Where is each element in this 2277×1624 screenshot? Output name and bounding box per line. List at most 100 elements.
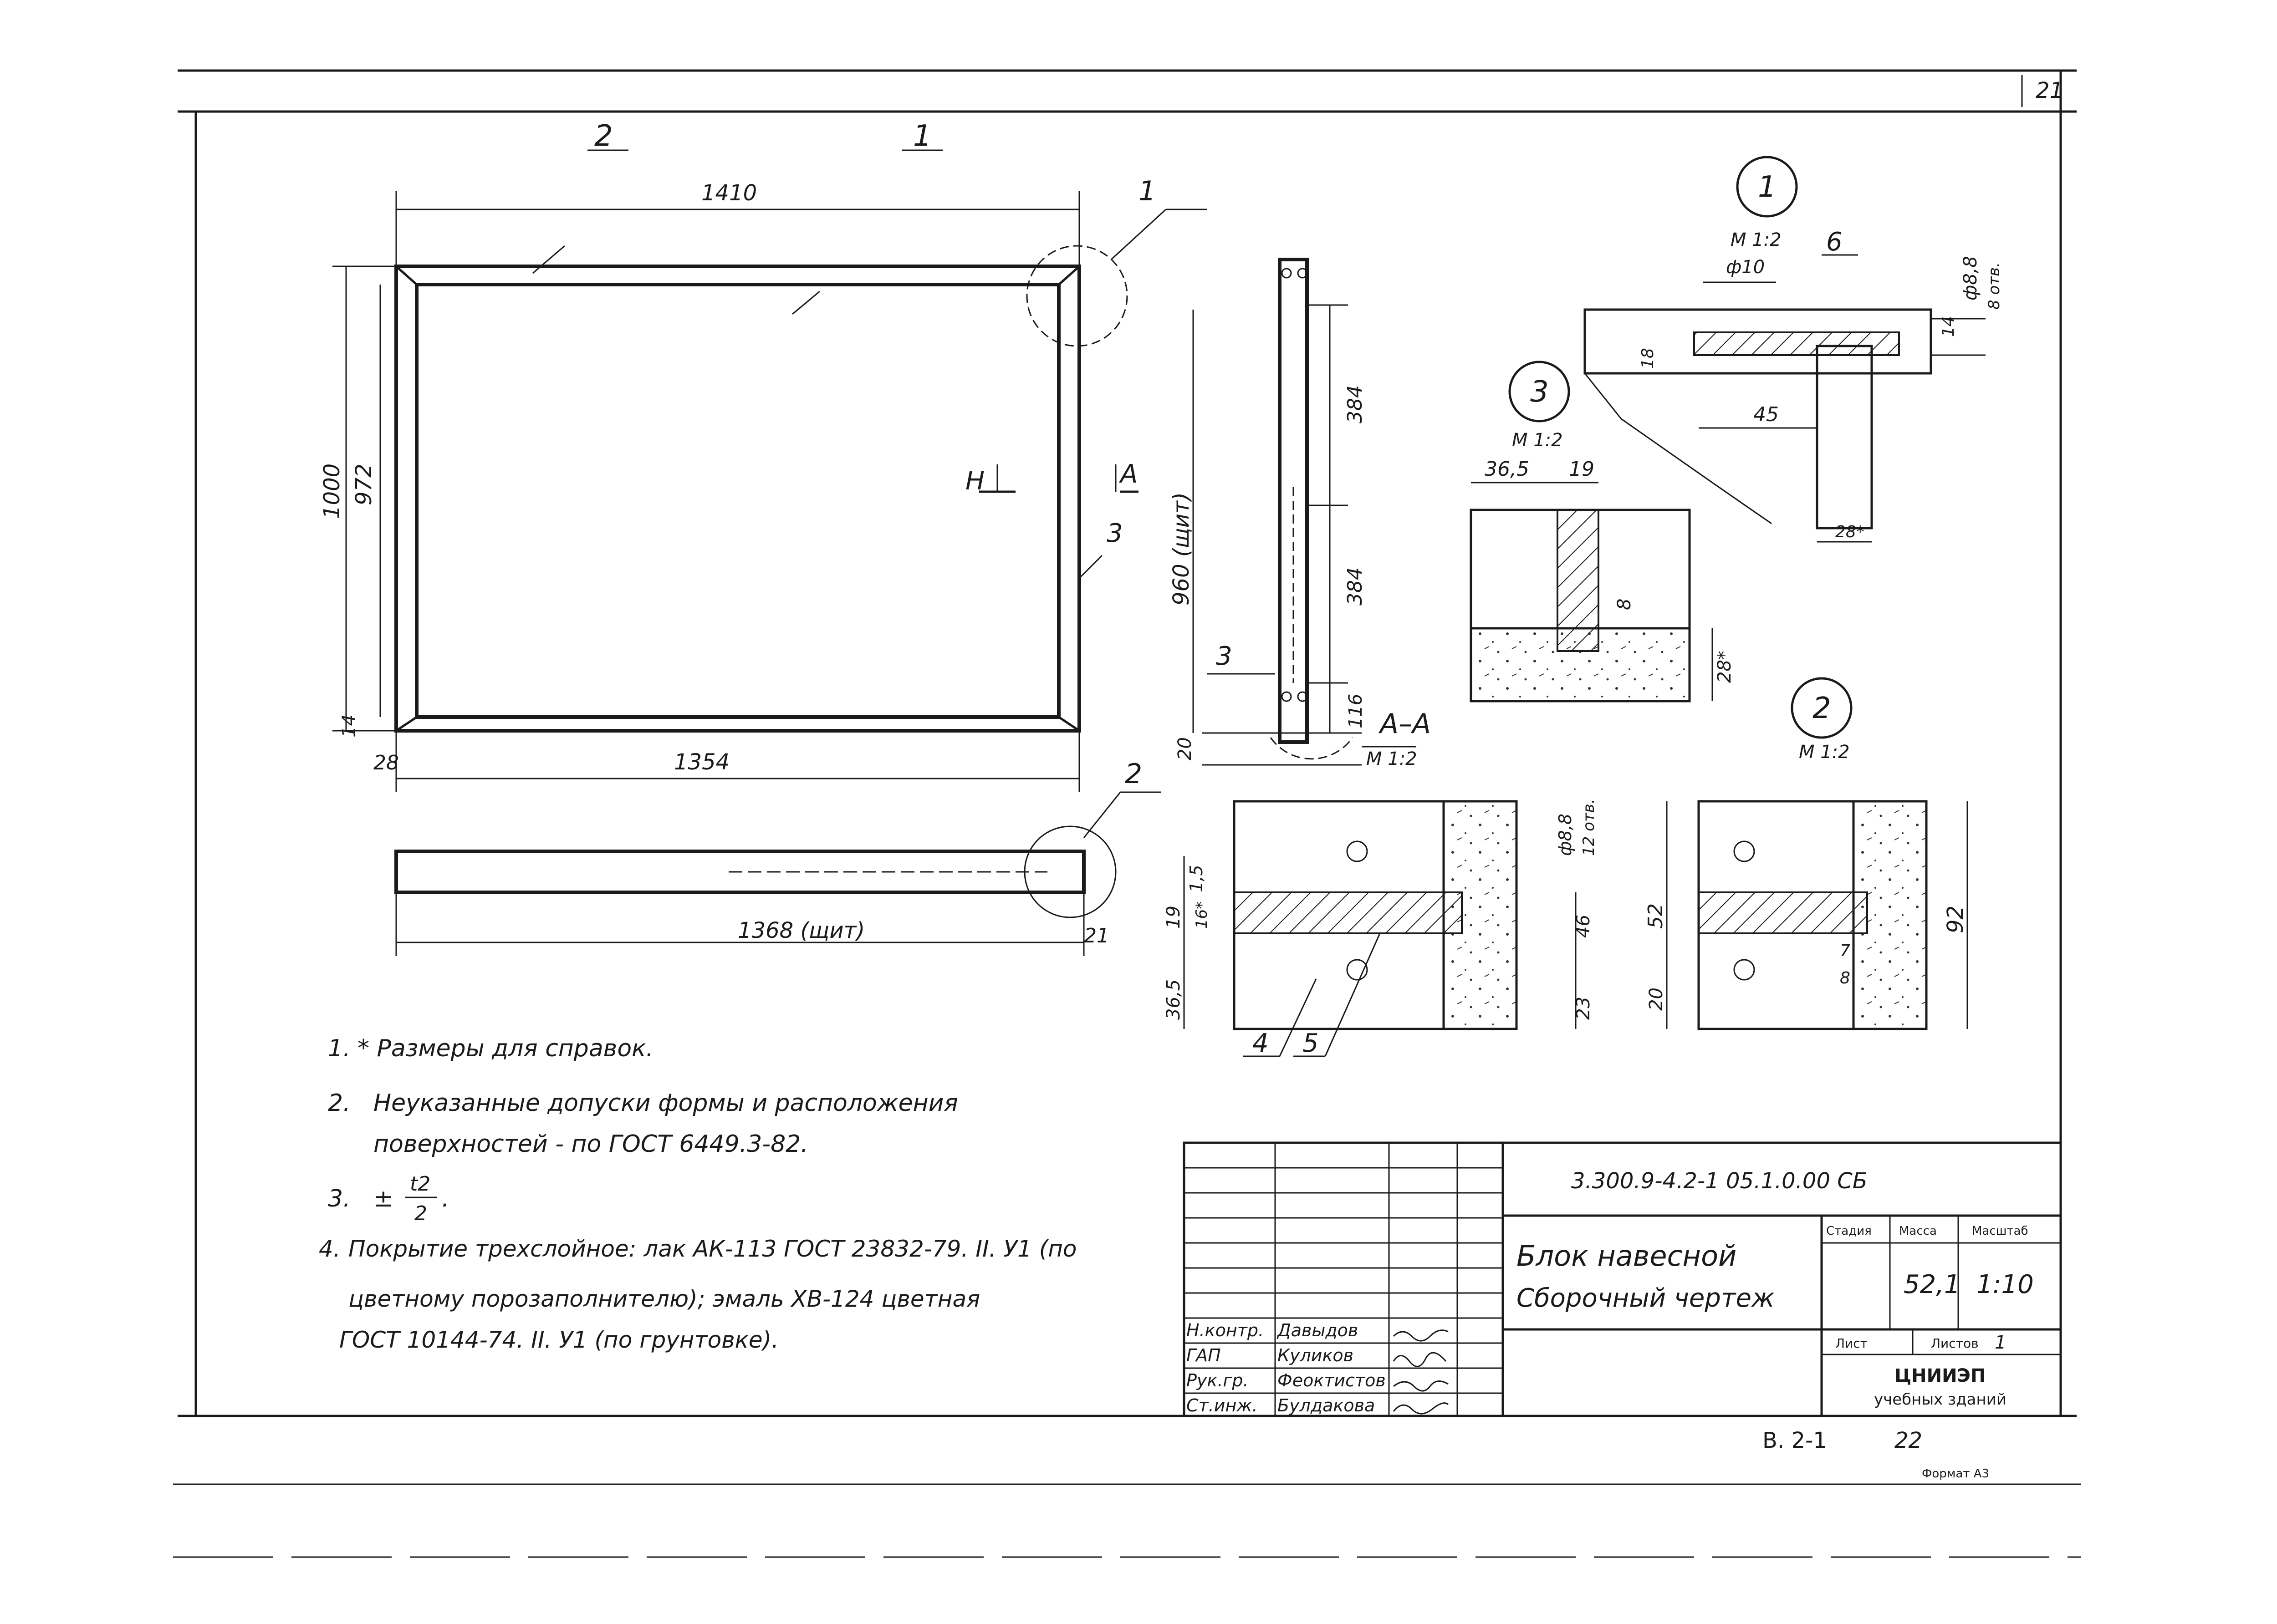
section-mark-a: А [1119,459,1138,489]
side-view [1192,258,1416,766]
note-3-number: 3. [328,1185,351,1212]
note-2-number: 2. [328,1089,351,1117]
bottom-page: 22 [1894,1428,1922,1453]
title-line-2: Сборочный чертеж [1516,1283,1774,1313]
detail-1-dim-hole: ф8,8 [1960,256,1981,300]
detail-3-dim-19: 19 [1569,458,1594,481]
section-aa-dim-46: 46 [1573,915,1594,938]
detail-1-scale: М 1:2 [1731,229,1782,250]
side-dim-base: 20 [1174,737,1195,760]
section-aa-dim-hole: ф8,8 [1555,814,1575,856]
bottom-view [394,791,1161,956]
notes: 1. * Размеры для справок. 2. Неуказанные… [319,1035,1077,1353]
section-aa-callout-5: 5 [1302,1028,1319,1058]
section-aa-hole-count: 12 отв. [1580,799,1598,856]
detail-1 [1583,156,1986,543]
section-aa-title: А–А [1378,708,1431,740]
hdr-sheets: Листов [1931,1336,1979,1351]
org-line-1: ЦНИИЭП [1894,1365,1986,1386]
dim-bottom: 14 [339,714,360,738]
detail-1-hole-count: 8 отв. [1985,262,2003,310]
hdr-sheet: Лист [1835,1336,1868,1351]
note-3-frac-top: t2 [410,1172,430,1196]
hdr-mass: Масса [1899,1224,1937,1238]
side-dim-lower: 384 [1343,567,1367,606]
bottom-dim-length: 1368 (щит) [738,918,865,943]
title-block [1183,1141,2062,1417]
scale-value: 1:10 [1976,1270,2034,1299]
hdr-scale: Масштаб [1972,1224,2028,1238]
dim-height: 1000 [319,463,345,519]
staff-name-3: Феоктистов [1277,1370,1386,1390]
detail-1-dim-28: 28* [1835,523,1864,541]
detail-1-callout-6: 6 [1826,227,1843,257]
section-aa-dim-23: 23 [1573,997,1594,1020]
section-aa-dim-36: 36,5 [1163,979,1184,1020]
section-aa-callout-4: 4 [1252,1028,1269,1058]
section-aa-dim-19: 19 [1163,906,1184,929]
detail-1-dim-18: 18 [1639,348,1657,369]
note-3-frac-bottom: 2 [414,1202,427,1225]
sheet-corner-number: 21 [2036,78,2063,103]
note-4-text-3: ГОСТ 10144-74. II. У1 (по грунтовке). [339,1327,779,1353]
main-frame-view [332,149,1207,792]
staff-role-4: Ст.инж. [1186,1395,1258,1415]
detail-3-dim-8: 8 [1614,599,1635,610]
title-line-1: Блок навесной [1516,1239,1736,1273]
detail-3-scale: М 1:2 [1512,430,1563,451]
note-1-text: * Размеры для справок. [357,1035,653,1062]
note-4-text: Покрытие трехслойное: лак АК-113 ГОСТ 23… [348,1236,1077,1262]
note-2-text: Неуказанные допуски формы и расположения [373,1089,958,1117]
position-label-2: 2 [594,119,613,153]
mass-value: 52,1 [1904,1270,1960,1299]
staff-name-1: Давыдов [1276,1320,1358,1340]
detail-3 [1470,361,1713,703]
detail-1-dim-phi: ф10 [1726,257,1765,278]
detail-2-number: 2 [1812,692,1831,725]
detail-2-dim-20: 20 [1646,988,1667,1011]
staff-role-3: Рук.гр. [1186,1370,1249,1390]
note-4-text-2: цветному порозаполнителю); эмаль ХВ-124 … [348,1286,980,1312]
note-3-pm: ± [373,1185,393,1212]
detail-1-dim-14: 14 [1939,316,1958,337]
format-label: Формат А3 [1922,1467,1989,1481]
hdr-stage: Стадия [1826,1224,1872,1238]
bottom-code: В. 2-1 [1762,1428,1827,1453]
detail-2 [1666,677,1968,1030]
section-aa-detail [1183,800,1577,1057]
dim-width: 1410 [701,180,757,206]
detail-2-dim-8: 8 [1840,969,1850,988]
bottom-dim-end: 21 [1084,924,1109,947]
note-4-number: 4. [319,1236,341,1262]
note-3-tail: . [442,1185,449,1212]
callout-2: 2 [1125,758,1142,790]
sheets-count: 1 [1995,1332,2006,1353]
view-mark-h: Н [965,466,985,496]
detail-3-number: 3 [1530,375,1549,409]
detail-1-dim-45: 45 [1753,403,1779,426]
detail-2-scale: М 1:2 [1799,742,1850,763]
section-aa-dim-16: 16* [1193,901,1211,929]
detail-3-dim-28: 28* [1714,651,1735,683]
position-label-1: 1 [913,119,932,153]
staff-role-1: Н.контр. [1186,1320,1264,1340]
callout-3-main: 3 [1107,519,1123,548]
staff-name-4: Булдакова [1277,1395,1375,1415]
detail-3-dim-36: 36,5 [1485,458,1529,481]
note-1-number: 1. [328,1035,351,1062]
side-dim-upper: 384 [1343,385,1367,423]
side-callout-3: 3 [1216,641,1232,671]
section-aa-scale: М 1:2 [1366,748,1417,769]
section-aa-dim-15: 1,5 [1186,865,1206,892]
doc-code: 3.300.9-4.2-1 05.1.0.00 СБ [1571,1168,1868,1194]
staff-name-2: Куликов [1277,1345,1353,1365]
detail-2-dim-92: 92 [1943,906,1968,933]
detail-1-number: 1 [1758,170,1777,204]
side-dim-small: 116 [1345,694,1366,728]
detail-2-dim-7: 7 [1840,942,1850,960]
side-dim-total: 960 (щит) [1169,492,1194,606]
callout-1: 1 [1138,175,1156,207]
staff-role-2: ГАП [1186,1345,1221,1365]
dim-inner-height: 972 [351,463,377,505]
